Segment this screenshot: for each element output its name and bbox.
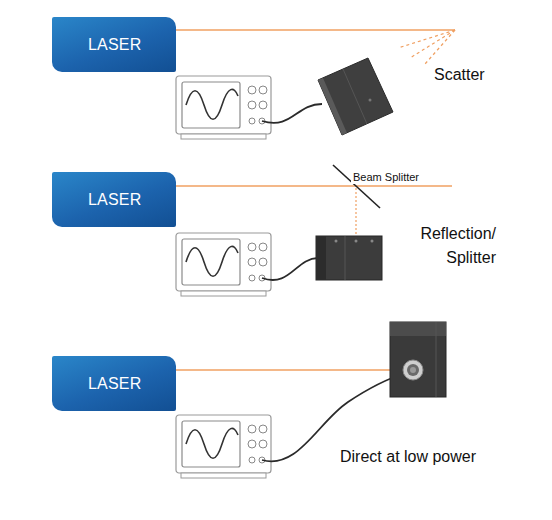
detector xyxy=(316,236,382,280)
method-label: Direct at low power xyxy=(340,445,476,469)
laser-label: LASER xyxy=(88,36,141,54)
oscilloscope xyxy=(176,415,271,478)
laser-box: LASER xyxy=(52,356,176,411)
detector xyxy=(390,322,446,397)
oscilloscope xyxy=(176,233,271,296)
cable xyxy=(262,104,322,123)
scatter-rays xyxy=(398,30,455,64)
reflected-beam xyxy=(355,188,356,236)
method-label: Reflection/ Splitter xyxy=(394,222,496,270)
scatter-label: Scatter xyxy=(434,63,485,87)
splitter-label: Beam Splitter xyxy=(351,171,421,184)
laser-beam xyxy=(176,29,455,31)
detector xyxy=(318,58,393,135)
cable xyxy=(262,258,318,280)
laser-label: LASER xyxy=(88,375,141,393)
laser-beam xyxy=(176,185,452,187)
laser-box: LASER xyxy=(52,17,176,72)
laser-label: LASER xyxy=(88,191,141,209)
laser-box: LASER xyxy=(52,172,176,227)
laser-beam xyxy=(176,369,392,371)
oscilloscope xyxy=(176,76,271,139)
